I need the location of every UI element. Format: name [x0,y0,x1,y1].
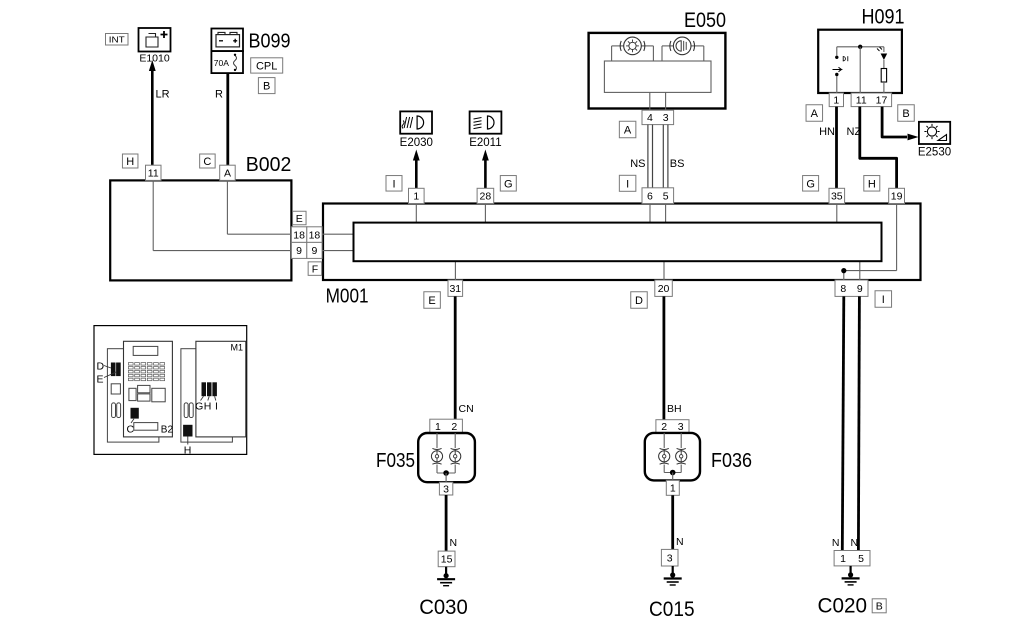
svg-text:I: I [882,294,885,306]
svg-text:31: 31 [449,283,461,295]
svg-text:R: R [215,89,223,101]
svg-text:2: 2 [451,421,457,433]
svg-text:19: 19 [891,191,903,203]
svg-text:6: 6 [647,190,653,202]
svg-text:D: D [97,361,105,373]
svg-text:E2530: E2530 [918,147,951,159]
svg-text:C: C [203,156,211,168]
svg-text:A: A [811,108,819,120]
svg-text:BS: BS [670,158,685,170]
svg-text:N: N [832,537,840,549]
svg-text:B099: B099 [249,31,291,53]
svg-text:F: F [312,263,318,275]
svg-text:I: I [626,178,629,190]
svg-text:BH: BH [667,403,682,415]
svg-text:9: 9 [857,283,863,295]
svg-text:28: 28 [480,191,492,203]
svg-text:G: G [806,178,815,190]
svg-text:H: H [204,401,212,413]
svg-text:5: 5 [663,190,669,202]
svg-text:NS: NS [630,158,645,170]
svg-text:H091: H091 [862,6,905,29]
svg-text:2: 2 [661,421,667,433]
svg-text:B: B [263,81,270,93]
svg-text:G: G [195,401,203,413]
svg-text:E050: E050 [684,9,726,32]
svg-text:9: 9 [312,245,318,257]
svg-text:18: 18 [293,229,305,241]
svg-text:4: 4 [647,112,653,124]
svg-text:B: B [902,108,909,120]
svg-text:B2: B2 [161,425,174,436]
svg-text:F036: F036 [711,450,752,472]
svg-text:1: 1 [833,95,839,107]
svg-text:1: 1 [435,421,441,433]
svg-text:H: H [868,178,876,190]
svg-text:E2011: E2011 [469,137,501,149]
svg-text:9: 9 [296,245,302,257]
svg-text:C020: C020 [818,595,868,618]
svg-text:E: E [97,374,104,386]
svg-text:C015: C015 [649,598,695,621]
svg-text:17: 17 [876,95,888,107]
svg-text:LR: LR [156,89,170,101]
svg-text:INT: INT [109,35,125,45]
svg-text:E2030: E2030 [400,137,433,149]
svg-text:C: C [127,424,135,436]
svg-text:B002: B002 [246,154,291,176]
svg-text:I: I [392,178,395,190]
svg-text:3: 3 [663,112,669,124]
svg-text:1: 1 [670,483,676,495]
svg-text:35: 35 [831,191,843,203]
svg-text:F035: F035 [376,450,415,472]
svg-text:B: B [876,601,883,613]
svg-text:M001: M001 [326,286,369,308]
svg-text:5: 5 [858,553,864,565]
svg-text:C030: C030 [419,596,468,619]
svg-text:18: 18 [309,229,321,241]
svg-text:NZ: NZ [847,126,862,138]
svg-text:HN: HN [819,126,835,138]
svg-text:3: 3 [667,552,673,564]
svg-text:CPL: CPL [256,61,277,73]
svg-text:1: 1 [840,553,846,565]
svg-text:N: N [676,536,684,548]
svg-text:M1: M1 [230,343,243,353]
svg-text:3: 3 [678,421,684,433]
svg-text:H: H [126,156,134,168]
svg-text:70A: 70A [214,58,229,68]
svg-text:E: E [296,213,303,225]
svg-text:I: I [215,401,218,413]
svg-text:N: N [851,537,859,549]
svg-text:3: 3 [443,483,449,495]
svg-text:15: 15 [441,554,453,566]
svg-text:A: A [624,124,632,136]
svg-text:20: 20 [658,283,670,295]
svg-text:CN: CN [459,403,474,415]
svg-text:D: D [635,295,643,307]
svg-text:1: 1 [413,191,419,203]
svg-text:11: 11 [856,95,867,107]
svg-text:H: H [184,445,192,457]
svg-text:N: N [450,537,458,549]
svg-text:E1010: E1010 [139,53,170,65]
svg-text:8: 8 [840,283,846,295]
svg-text:E: E [428,295,435,307]
svg-text:11: 11 [148,168,159,180]
svg-text:G: G [504,178,513,190]
svg-text:A: A [224,168,231,180]
